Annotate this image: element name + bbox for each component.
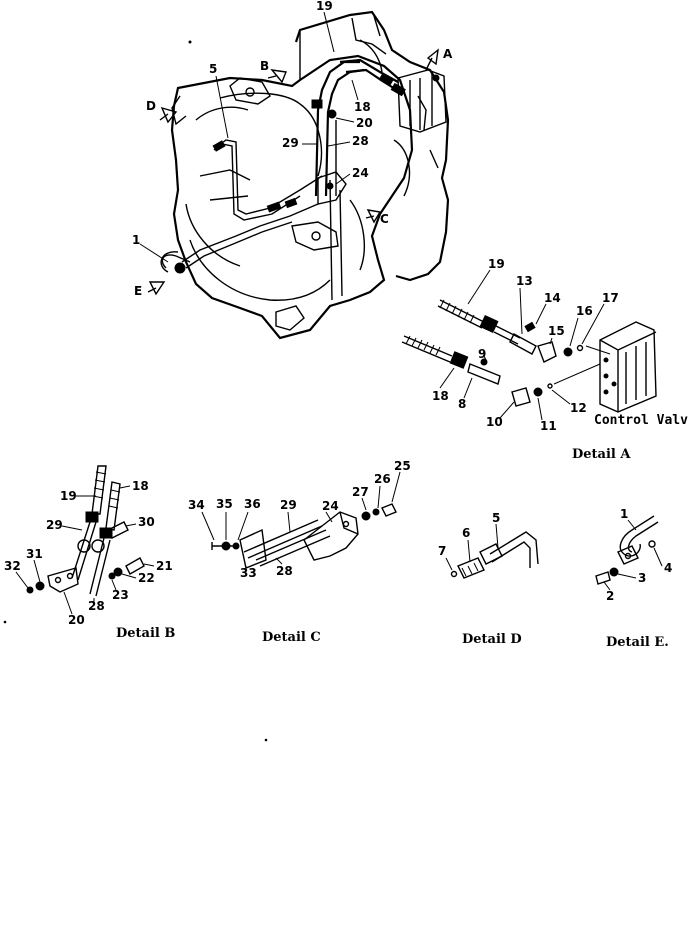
detail-e-caption: Detail E. <box>606 635 669 650</box>
callout-label: 35 <box>216 497 233 511</box>
callout-label: 31 <box>26 547 43 561</box>
callout-24: 24 <box>352 166 369 180</box>
callout-28: 28 <box>352 134 369 148</box>
callout-label: 25 <box>394 459 411 473</box>
transmission-assembly <box>160 10 450 340</box>
detail-b-caption: Detail B <box>116 626 175 641</box>
callout-label: 16 <box>576 304 593 318</box>
callout-label: 29 <box>280 498 297 512</box>
detail-d: 5 6 7 Detail D <box>438 511 539 647</box>
callout-label: 29 <box>46 518 63 532</box>
callout-5: 5 <box>209 62 217 76</box>
callout-label: 18 <box>432 389 449 403</box>
callout-label: 2 <box>606 589 614 603</box>
view-arrow-a: A <box>425 47 453 71</box>
view-arrow-c: C <box>365 209 389 226</box>
callout-label: E <box>134 284 142 298</box>
callout-label: 5 <box>492 511 500 525</box>
view-arrow-d: D <box>146 99 178 124</box>
detail-c: 34 35 36 29 24 27 26 25 33 28 Detail C <box>188 459 411 645</box>
callout-label: 13 <box>516 274 533 288</box>
callout-label: 19 <box>488 257 505 271</box>
callout-label: 30 <box>138 515 155 529</box>
callout-label: 18 <box>132 479 149 493</box>
callout-label: 19 <box>60 489 77 503</box>
callout-label: 21 <box>156 559 173 573</box>
callout-label: 1 <box>620 507 628 521</box>
scan-specks <box>3 40 268 742</box>
callout-label: 4 <box>664 561 672 575</box>
callout-label: 26 <box>374 472 391 486</box>
callout-19: 19 <box>316 0 333 13</box>
callout-label: 22 <box>138 571 155 585</box>
callout-label: 8 <box>458 397 466 411</box>
detail-d-caption: Detail D <box>462 632 522 647</box>
callout-label: 28 <box>276 564 293 578</box>
callout-label: 10 <box>486 415 503 429</box>
view-arrow-b: B <box>260 59 287 84</box>
callout-label: 9 <box>478 347 486 361</box>
callout-label: 3 <box>638 571 646 585</box>
callout-label: 36 <box>244 497 261 511</box>
callout-label: 20 <box>68 613 85 627</box>
callout-label: 6 <box>462 526 470 540</box>
callout-29: 29 <box>282 136 299 150</box>
callout-label: D <box>146 99 156 113</box>
callout-label: B <box>260 59 269 73</box>
callout-label: 17 <box>602 291 619 305</box>
control-valve-label: Control Valve <box>594 413 688 428</box>
callout-label: A <box>443 47 453 61</box>
callout-label: C <box>380 212 389 226</box>
main-callouts: 19 5 18 20 29 28 24 1 <box>132 0 373 263</box>
callout-label: 23 <box>112 588 129 602</box>
callout-label: 27 <box>352 485 369 499</box>
callout-label: 11 <box>540 419 557 433</box>
detail-a: 19 13 14 15 16 17 9 18 8 10 11 12 Contro… <box>401 257 688 462</box>
callout-label: 33 <box>240 566 257 580</box>
callout-label: 24 <box>322 499 339 513</box>
detail-c-caption: Detail C <box>262 630 321 645</box>
callout-1: 1 <box>132 233 140 247</box>
view-arrow-e: E <box>134 281 166 298</box>
detail-e: 1 4 3 2 Detail E. <box>595 507 672 650</box>
callout-18: 18 <box>354 100 371 114</box>
callout-label: 32 <box>4 559 21 573</box>
callout-20: 20 <box>356 116 373 130</box>
detail-a-caption: Detail A <box>572 447 631 462</box>
callout-label: 34 <box>188 498 205 512</box>
callout-label: 28 <box>88 599 105 613</box>
callout-label: 14 <box>544 291 561 305</box>
callout-label: 15 <box>548 324 565 338</box>
callout-label: 7 <box>438 544 446 558</box>
callout-label: 12 <box>570 401 587 415</box>
detail-b: 19 18 29 30 31 32 21 22 23 28 20 Detail … <box>4 465 175 641</box>
